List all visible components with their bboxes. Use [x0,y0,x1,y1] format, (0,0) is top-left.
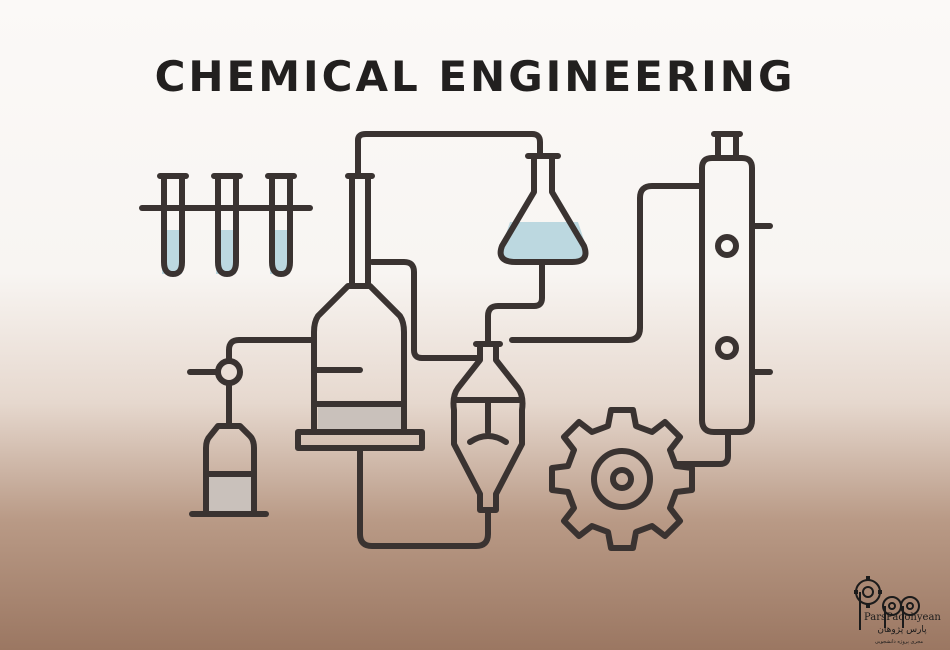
gear-icon [549,407,695,551]
condenser-column-icon [699,131,773,435]
logo-wordmark: ParsPaoohyean [864,612,941,623]
logo-tagline: مجری پروژه دانشجویی [874,639,924,645]
valve-icon [187,337,317,429]
pars-paoohyean-logo [854,576,920,630]
erlenmeyer-flask-icon [497,153,589,265]
distillation-neck-icon [345,173,375,289]
logo-persian-name: پارس پژوهان [877,625,927,635]
separatory-flask-icon [450,341,526,513]
page-title: CHEMICAL ENGINEERING [154,52,796,101]
boiling-flask-icon [295,283,491,549]
test-tube-rack-icon [139,173,313,277]
gas-bottle-icon [189,423,269,517]
